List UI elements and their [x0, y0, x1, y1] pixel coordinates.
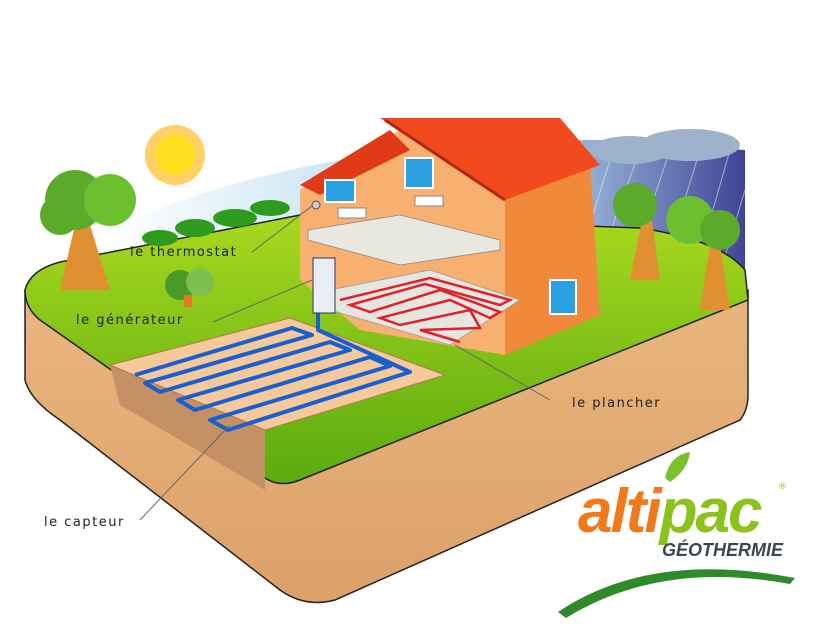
logo-subtitle: GÉOTHERMIE — [662, 540, 784, 560]
sun-icon — [145, 125, 205, 185]
registered-mark: ® — [778, 482, 787, 492]
roof — [380, 118, 600, 200]
radiator — [414, 195, 444, 207]
hedge — [142, 200, 290, 246]
label-generateur: le générateur — [76, 313, 184, 328]
floor-heating-pipe — [339, 276, 514, 344]
window — [404, 157, 434, 189]
logo-leaf-icon — [665, 452, 690, 482]
label-thermostat: le thermostat — [130, 245, 238, 260]
radiator — [337, 207, 367, 219]
window — [549, 279, 577, 315]
label-plancher: le plancher — [572, 396, 662, 411]
bush — [165, 268, 214, 307]
logo-wordmark: altipac — [578, 477, 762, 546]
roof-left — [300, 130, 410, 195]
house — [300, 118, 600, 355]
thermostat-device — [311, 200, 321, 210]
cloud — [590, 129, 740, 164]
generator-unit — [312, 257, 336, 314]
leader-lines — [139, 205, 551, 521]
ground-collector-pipe — [134, 310, 412, 432]
label-capteur: le capteur — [44, 515, 125, 530]
logo-swoosh — [558, 569, 795, 618]
window — [324, 179, 356, 203]
tree-right — [613, 183, 740, 310]
tree-left — [40, 170, 136, 290]
altipac-logo: altipac ® GÉOTHERMIE — [574, 468, 804, 628]
